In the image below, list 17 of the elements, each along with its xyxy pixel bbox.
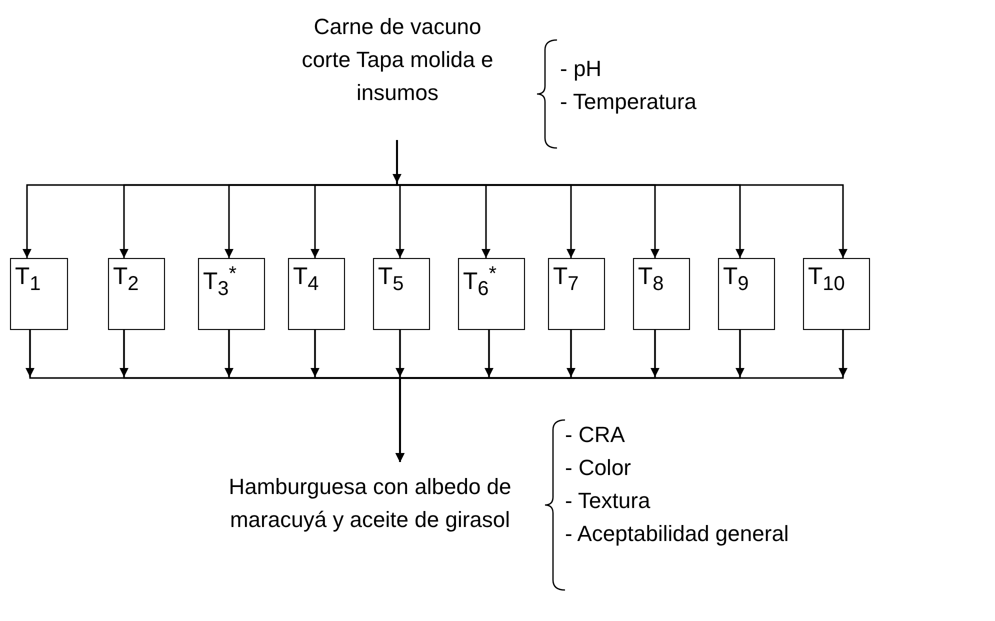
treatment-box: T$_{10}$ bbox=[803, 258, 870, 330]
process-text: Hamburguesa con albedo de maracuyá y aceite de girasol bbox=[205, 470, 535, 550]
list-item: - CRA bbox=[565, 421, 625, 449]
treatment-box: T$_{5}$ bbox=[373, 258, 430, 330]
list-item: - Temperatura bbox=[560, 88, 697, 116]
list-item: - Color bbox=[565, 454, 632, 482]
treatment-box: T$_{1}$ bbox=[10, 258, 68, 330]
process-text: Carne de vacuno corte Tapa molida e insumos bbox=[290, 10, 505, 140]
treatment-box: T$_{2}$ bbox=[108, 258, 165, 330]
list-item: - Textura bbox=[565, 487, 650, 515]
list-item: - Aceptabilidad general bbox=[565, 520, 789, 548]
treatment-box: T$_{9}$ bbox=[718, 258, 775, 330]
treatment-box: T$_{7}$ bbox=[548, 258, 605, 330]
list-item: - pH bbox=[560, 55, 602, 83]
arrow bbox=[396, 140, 848, 258]
treatment-box: T$_{8}$ bbox=[633, 258, 690, 330]
treatment-box: T$_{4}$ bbox=[288, 258, 345, 330]
